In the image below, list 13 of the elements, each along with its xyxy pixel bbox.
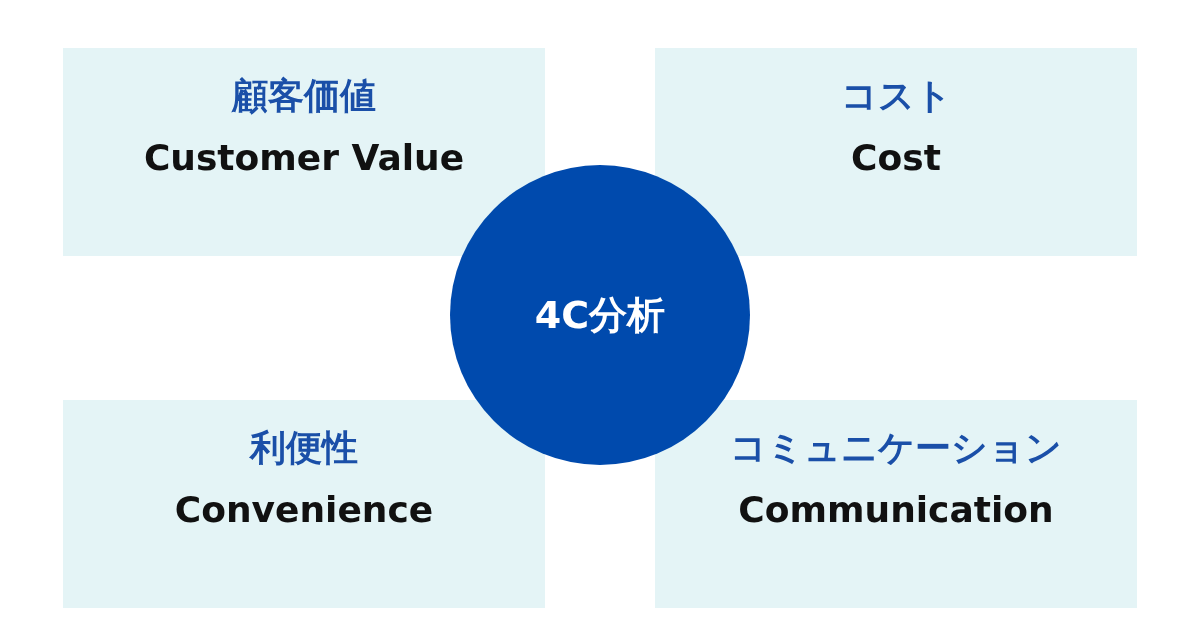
- category-box: [63, 48, 545, 256]
- category-subtitle: Cost: [851, 136, 941, 180]
- category-box: [655, 48, 1137, 256]
- category-box: [63, 400, 545, 608]
- category-heading: 顧客価値: [232, 74, 376, 118]
- circle-label: 4C分析: [534, 291, 666, 339]
- category-subtitle: Convenience: [174, 488, 434, 532]
- category-heading: コミュニケーション: [730, 426, 1062, 470]
- category-heading: コスト: [840, 74, 952, 118]
- category-box: [655, 400, 1137, 608]
- category-heading: 利便性: [250, 426, 358, 470]
- category-subtitle: Communication: [738, 488, 1054, 532]
- category-subtitle: Customer Value: [143, 136, 465, 180]
